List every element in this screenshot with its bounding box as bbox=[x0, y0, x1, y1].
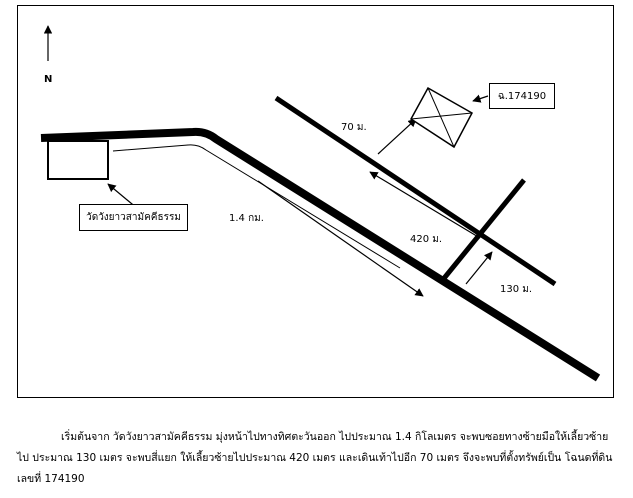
north-label: N bbox=[44, 74, 52, 85]
branch-arrow bbox=[369, 171, 481, 239]
walk-arrow bbox=[377, 118, 417, 155]
deed-label: ฉ.174190 bbox=[497, 90, 547, 102]
temple-building bbox=[47, 140, 109, 180]
upper-road bbox=[274, 95, 557, 287]
distance-soi-label: 130 ม. bbox=[500, 284, 532, 295]
main-road-arrow bbox=[257, 180, 424, 297]
soi-arrow bbox=[465, 251, 493, 285]
distance-walk-label: 70 ม. bbox=[341, 122, 367, 133]
property-parcel bbox=[410, 86, 474, 149]
route-description-text: เริ่มต้นจาก วัดวังยาวสามัคคีธรรม มุ่งหน้… bbox=[17, 431, 613, 485]
main-road-edge bbox=[112, 144, 401, 269]
deed-label-box: ฉ.174190 bbox=[489, 83, 555, 109]
main-road bbox=[40, 127, 601, 382]
temple-label-box: วัดวังยาวสามัคคีธรรม bbox=[79, 204, 188, 231]
deed-pointer-arrow bbox=[472, 94, 489, 103]
distance-branch-label: 420 ม. bbox=[410, 234, 442, 245]
location-map: N 1.4 กม. 130 ม. 420 ม. bbox=[17, 5, 614, 398]
soi-road bbox=[439, 178, 526, 284]
route-description: เริ่มต้นจาก วัดวังยาวสามัคคีธรรม มุ่งหน้… bbox=[17, 427, 617, 490]
map-drawing: N 1.4 กม. 130 ม. 420 ม. bbox=[40, 25, 601, 382]
temple-label: วัดวังยาวสามัคคีธรรม bbox=[86, 212, 181, 223]
distance-main-label: 1.4 กม. bbox=[229, 213, 264, 224]
